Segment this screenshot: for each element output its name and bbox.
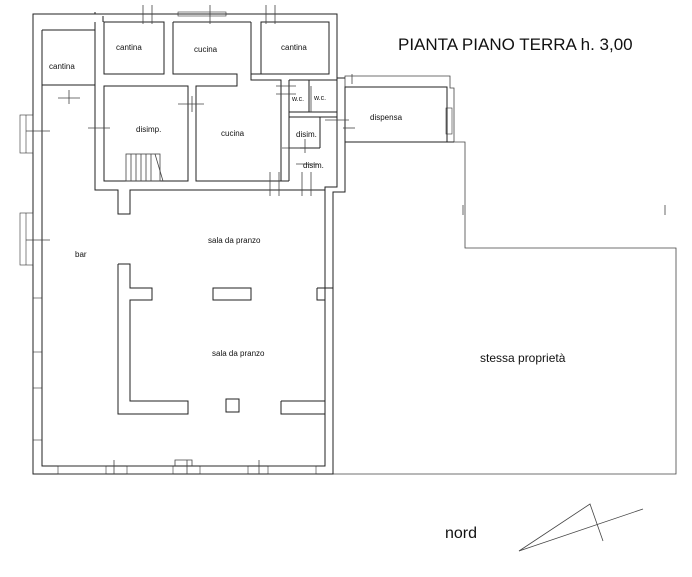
- room-label-wc-1: w.c.: [291, 96, 304, 103]
- room-label-wc-2: w.c.: [313, 95, 326, 102]
- room-label-sala-da-pranzo-2: sala da pranzo: [212, 349, 265, 358]
- door-marks: [26, 5, 666, 474]
- room-label-cantina-right: cantina: [281, 43, 307, 52]
- room-label-cucina: cucina: [221, 129, 245, 138]
- room-label-stessa-proprieta: stessa proprietà: [480, 351, 566, 365]
- room-label-bar: bar: [75, 250, 87, 259]
- service-rooms-walls: [41, 21, 448, 215]
- windows: [19, 11, 453, 475]
- dining-hall-walls: [117, 263, 333, 415]
- room-label-dispensa: dispensa: [370, 113, 403, 122]
- plan-title: PIANTA PIANO TERRA h. 3,00: [398, 35, 633, 54]
- room-label-cantina-mid: cantina: [116, 43, 142, 52]
- north-label: nord: [445, 525, 477, 542]
- room-label-cantina-left: cantina: [49, 62, 75, 71]
- room-label-disim-1: disim.: [296, 130, 317, 139]
- north-arrow-icon: [518, 503, 644, 552]
- stair-icon: [125, 153, 164, 182]
- room-label-sala-da-pranzo-1: sala da pranzo: [208, 236, 261, 245]
- room-label-disim-2: disim.: [303, 161, 324, 170]
- room-label-disimp: disimp.: [136, 125, 161, 134]
- neighbouring-property-outline: [333, 75, 677, 475]
- room-label-cucina-top: cucina: [194, 45, 218, 54]
